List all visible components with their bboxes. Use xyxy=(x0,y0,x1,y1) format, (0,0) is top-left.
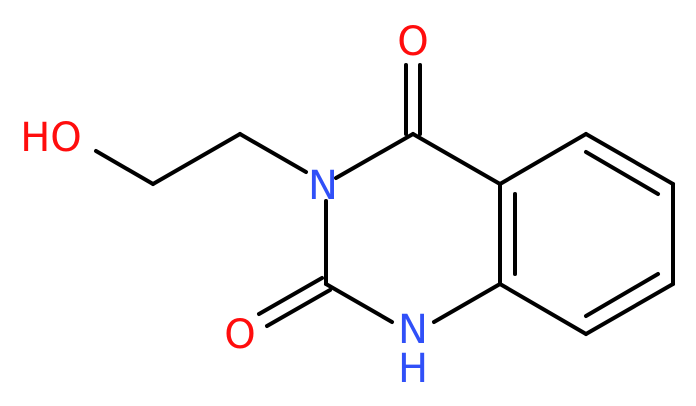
bond-ch2-ch2 xyxy=(151,132,242,186)
bond-c5-c6-inner xyxy=(584,150,660,196)
bond-c4a-c5 xyxy=(498,132,588,186)
bond-c2-o-double-a xyxy=(257,276,324,316)
bond-c5-c6 xyxy=(584,132,675,186)
bond-c4-c4a xyxy=(411,132,502,186)
bond-c7-c8 xyxy=(584,282,675,336)
bond-c2-n1 xyxy=(324,282,394,324)
atom-n3: N xyxy=(308,163,338,209)
bond-c8-c8a xyxy=(498,282,588,336)
atom-hydroxyl: HO xyxy=(20,115,82,161)
bond-ch2-oh xyxy=(94,149,155,186)
bond-n3-ch2 xyxy=(238,132,308,174)
bond-c2-o-double-b xyxy=(265,288,332,328)
bond-n1-c8a xyxy=(432,282,502,324)
atom-n1: N xyxy=(398,307,428,353)
atom-o-carbonyl-bottom: O xyxy=(224,312,255,358)
atom-label-layer: O HO N O N H xyxy=(20,19,429,392)
atom-o-carbonyl-top: O xyxy=(397,19,428,65)
bond-c4-n3 xyxy=(334,132,415,180)
atom-n1-hydrogen: H xyxy=(398,346,428,392)
bond-layer xyxy=(94,63,675,336)
bond-c7-c8-inner xyxy=(584,272,660,318)
